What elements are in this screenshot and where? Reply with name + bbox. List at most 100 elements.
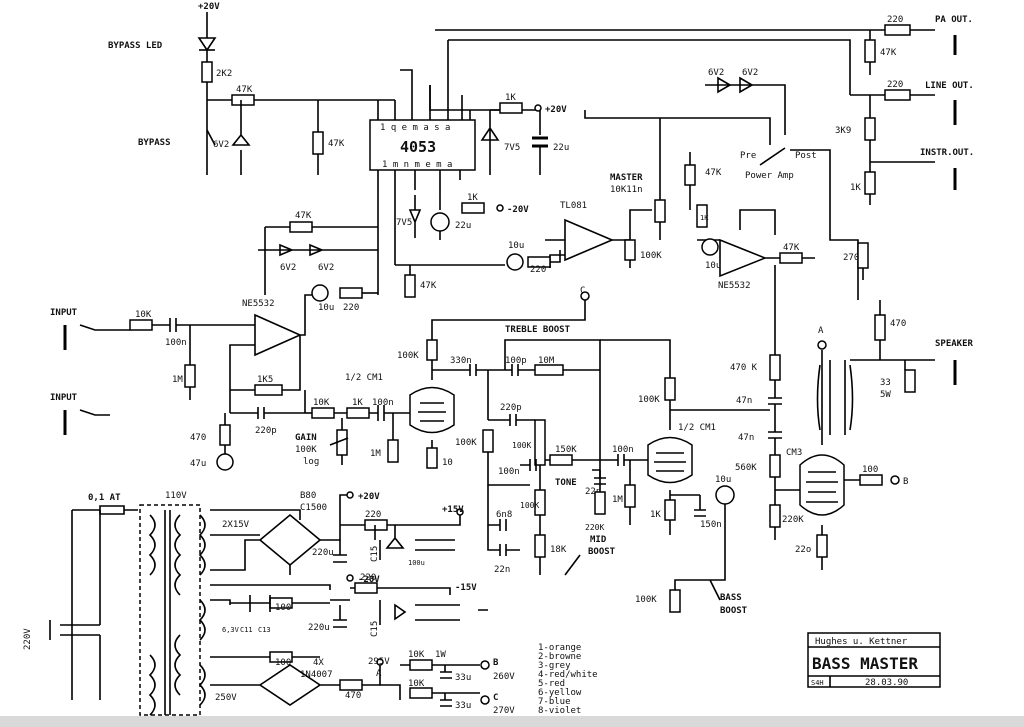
label-1k-b: 1K [850,183,861,193]
bypass-led-label: BYPASS LED [108,41,163,51]
chip-4053: 1 q e m a s a 4053 1 m n m e m a [369,40,476,265]
legend-item: 1-orange [538,643,581,653]
power-supply: 0,1 AT 220V 110V 2X15V B80 C1500 +20V 22… [23,491,515,716]
label-33u-b: 33u [455,701,471,711]
half-cm1-b-label: 1/2 CM1 [678,423,716,433]
label-22u-b: 22u [455,221,471,231]
input-stage: INPUT 10K 100n 1M INPUT NE5532 10u 220 1… [50,284,378,471]
input2-label: INPUT [50,393,78,403]
label-10u-a: 10u [508,241,524,251]
label-1k-a: 1K [505,93,516,103]
gain-val-label: 100K [295,445,317,455]
node-b-right: B [903,477,908,487]
label-220p-b: 220p [500,403,522,413]
label-220-b: 220 [887,80,903,90]
label-100p: 100p [505,356,527,366]
title-block: Hughes u. Kettner BASS MASTER S4H 28.03.… [807,632,941,688]
pre-label: Pre [740,151,756,161]
label-100k-b: 100K [397,351,419,361]
gain-section: 10K 1K 100n GAIN 100K log 1M [295,398,410,467]
gain-label: GAIN [295,433,317,443]
master-label: MASTER [610,173,643,183]
label-6v2-e: 6V2 [318,263,334,273]
legend-item: 4-red/white [538,670,598,680]
label-22n-a: 22n [585,487,601,497]
bottom-scrollbar[interactable] [0,716,1024,727]
label-220-c: 220 [530,265,546,275]
label-100k-e: 100K [520,501,539,510]
label-22n-b: 22n [494,565,510,575]
pre-post-switch: 6V2 6V2 Pre Post Power Amp 270 [705,68,869,300]
label-100k-bass: 100K [635,595,657,605]
tl081-label: TL081 [560,201,587,211]
speaker-section: 470 SPEAKER 33 5W [850,300,974,400]
bypass-section: +20V BYPASS LED 2K2 47K 6V2 BYPASS 47K [108,2,395,175]
label-220p-a: 220p [255,426,277,436]
line-out-label: LINE OUT. [925,81,974,91]
label-47k-g: 47K [295,211,312,221]
v270-label: 270V [493,706,515,716]
label-47n-a: 47n [736,396,752,406]
plus20-ps: +20V [358,492,380,502]
label-c15-b: C15 [370,621,380,637]
label-100n-b: 100n [372,398,394,408]
label-6n8: 6n8 [496,510,512,520]
label-1m-a: 1M [172,375,183,385]
label-150k: 150K [555,445,577,455]
label-10u-c: 10u [318,303,334,313]
power-stage: 470 K 47n 47n 560K 220K CM3 100 B 22o A [730,326,908,570]
ne5532-a-label: NE5532 [242,299,275,309]
label-33u-a: 33u [455,673,471,683]
label-47k-b: 47K [328,139,345,149]
supply-section: 1K +20V 7V5 22u [480,93,569,175]
v250-label: 250V [215,693,237,703]
master-val-label: 10K11n [610,185,643,195]
bass-label: BASS [720,593,742,603]
node-c-top: C [580,286,585,296]
label-1m-c: 1M [612,495,623,505]
twox15-label: 2X15V [222,520,250,530]
label-470-b: 470 [890,319,906,329]
label-c15-a: C15 [370,546,380,562]
label-100k-d: 100K [512,441,531,450]
label-100-a: 100 [862,465,878,475]
post-label: Post [795,151,817,161]
speaker-label: SPEAKER [935,339,974,349]
label-10m: 10M [538,356,555,366]
tone-label: TONE [555,478,577,488]
label-10u-b: 10u [705,261,721,271]
mid-boost-label: BOOST [588,547,616,557]
outputs: 220 PA OUT. 47K 220 LINE OUT. 3K9 INSTR.… [835,15,974,205]
label-47k-a: 47K [236,85,253,95]
chip-pins-bottom: 1 m n m e m a [382,160,452,170]
label-470-c: 470 [345,691,361,701]
bypass-label: BYPASS [138,138,171,148]
label-100k-c: 100K [455,438,477,448]
node-c-ps: C [493,693,498,703]
product-name: BASS MASTER [812,654,918,673]
legend-item: 6-yellow [538,688,582,698]
label-470k: 470 K [730,363,758,373]
label-220-a: 220 [887,15,903,25]
label-47n-b: 47n [738,433,754,443]
tube-1: 1/2 CM1 10 10 100K C [345,286,590,469]
label-100u: 100u [408,559,425,567]
label-10u-d: 10u [715,475,731,485]
label-6v2-d: 6V2 [280,263,296,273]
ne5532-b-label: NE5532 [718,281,751,291]
label-470-a: 470 [190,433,206,443]
drawing-code: S4H [811,679,824,687]
legend-item: 3-grey [538,661,571,671]
tone-stack: TREBLE BOOST 330n 100p 10M 220p 100K 100… [432,325,616,576]
label-150n: 150n [700,520,722,530]
label-1k-gain: 1K [352,398,363,408]
v260-label: 260V [493,672,515,682]
node-a-ps: A [376,669,382,679]
label-220k-b: 220K [782,515,804,525]
gain-log-label: log [303,457,319,467]
label-10k-a: 10K [135,310,152,320]
tube-2: 100n 1M 1/2 CM1 100K 150n 1K 10u 100K BA… [600,339,770,616]
node-b-ps: B [493,658,499,668]
label-6v2-b: 6V2 [708,68,724,78]
label-10k-b: 10K [313,398,330,408]
